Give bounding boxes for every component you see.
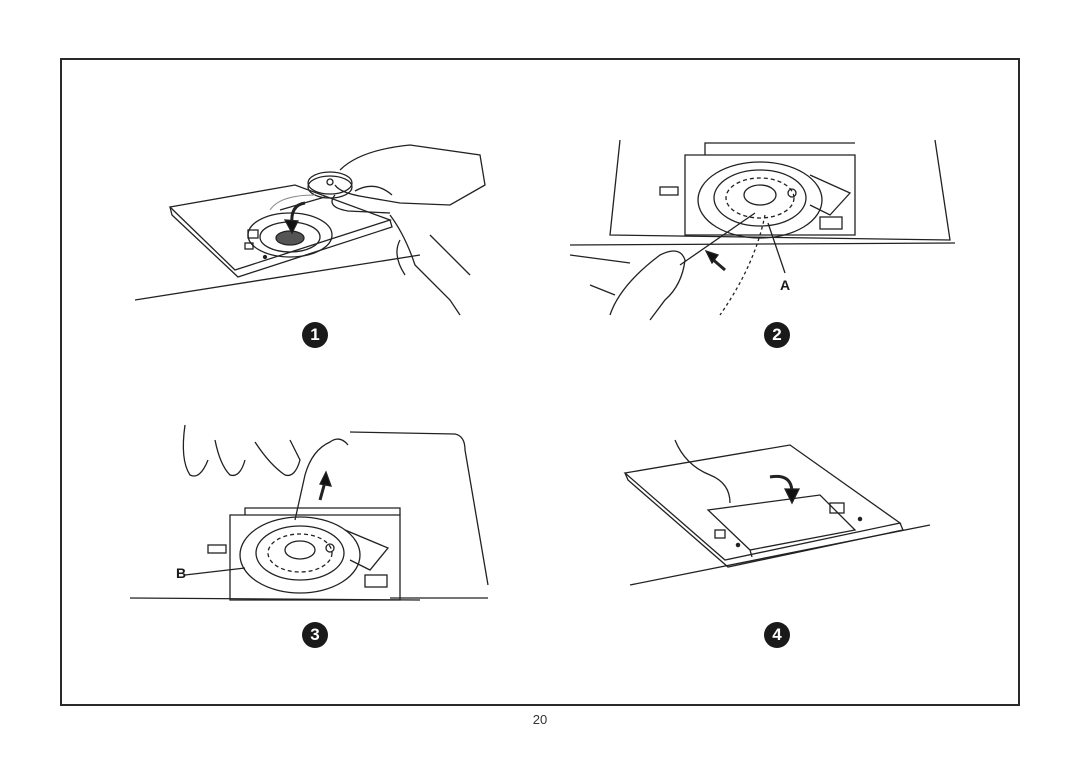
page-number: 20 [532, 712, 548, 727]
figure-guide-thread: A [569, 135, 960, 325]
callout-a: A [780, 277, 791, 293]
step-4-marker: 4 [764, 622, 790, 648]
step-1-marker: 1 [302, 322, 328, 348]
page-frame [60, 58, 1020, 706]
figure-close-cover [620, 435, 940, 595]
step-3-marker: 3 [302, 622, 328, 648]
figure-pull-thread: B [129, 420, 500, 610]
step-2-marker: 2 [764, 322, 790, 348]
callout-b: B [176, 565, 187, 581]
figure-insert-bobbin [130, 125, 490, 325]
